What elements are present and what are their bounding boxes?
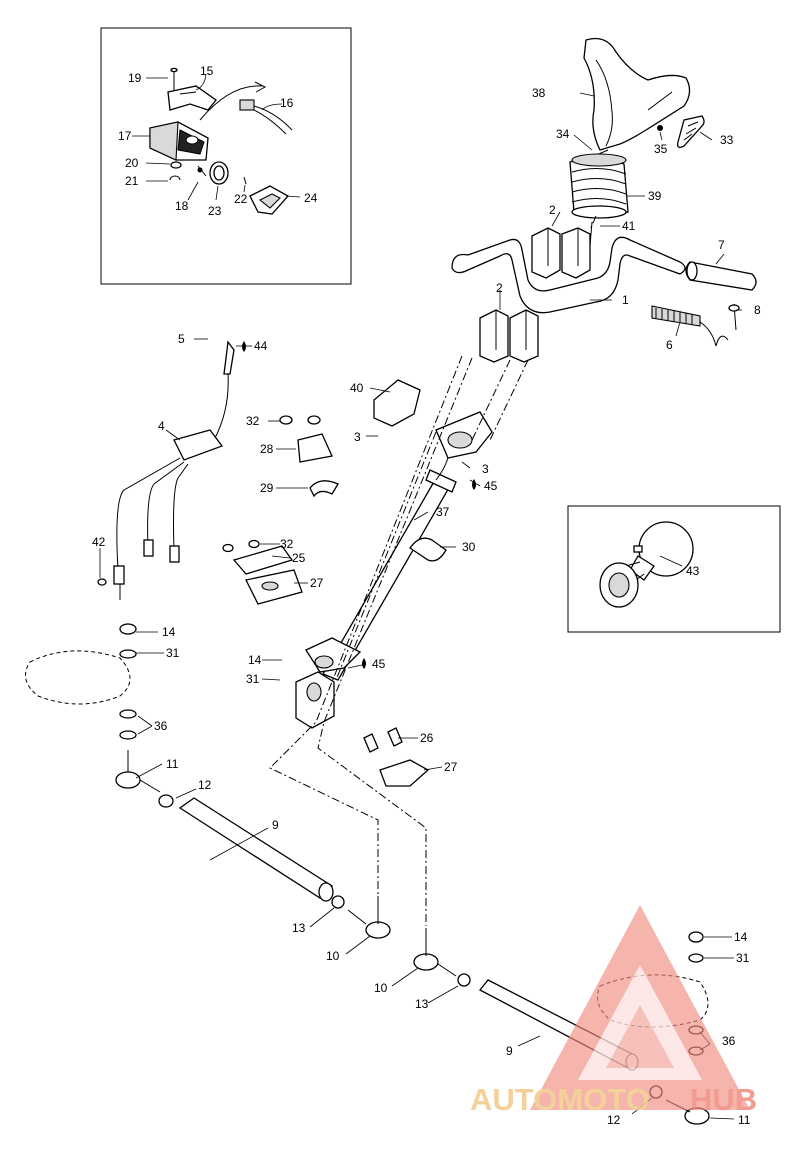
callout-31-left: 31	[166, 646, 180, 660]
callout-32-upper: 32	[246, 414, 260, 428]
handlebar-drawing	[451, 221, 757, 363]
callout-30: 30	[462, 540, 476, 554]
callout-9-left: 9	[272, 818, 279, 832]
callout-3-right: 3	[482, 462, 489, 476]
callout-8: 8	[754, 303, 761, 317]
callout-27-lower: 27	[444, 760, 458, 774]
callout-29: 29	[260, 481, 274, 495]
callout-18: 18	[175, 199, 189, 213]
assembly-lines	[269, 215, 597, 926]
callout-16: 16	[280, 96, 294, 110]
callout-23: 23	[208, 204, 222, 218]
callout-12-left: 12	[198, 778, 212, 792]
callout-31-right: 31	[736, 951, 750, 965]
callout-35: 35	[654, 142, 668, 156]
grease-drop-icon	[362, 658, 366, 669]
callout-14-left: 14	[162, 625, 176, 639]
watermark-brand-suffix: HUB	[690, 1082, 757, 1117]
watermark-brand: AUTOMOTO	[470, 1082, 650, 1117]
leader-lines	[99, 73, 742, 1120]
callout-41: 41	[622, 219, 636, 233]
callout-45-lower: 45	[372, 657, 386, 671]
harness-drawing	[97, 340, 235, 600]
callout-22: 22	[234, 192, 248, 206]
callout-42: 42	[92, 535, 106, 549]
callout-3-left: 3	[354, 430, 361, 444]
grease-drop-icon	[472, 479, 476, 490]
callout-27-upper: 27	[310, 576, 324, 590]
callout-1: 1	[622, 293, 629, 307]
callout-19: 19	[128, 71, 142, 85]
callout-2-upper: 2	[549, 203, 556, 217]
callout-32-lower: 32	[280, 537, 294, 551]
switch-inset-frame	[100, 27, 352, 285]
callout-38: 38	[532, 86, 546, 100]
callout-7: 7	[718, 238, 725, 252]
callout-4: 4	[158, 419, 165, 433]
grease-drop-icons	[242, 341, 476, 669]
grease-drop-icon	[242, 341, 246, 352]
callout-13-left: 13	[292, 921, 306, 935]
callout-6: 6	[666, 338, 673, 352]
callout-14-center: 14	[248, 653, 262, 667]
watermark-logo: AUTOMOTO HUB	[470, 905, 757, 1117]
callout-37: 37	[436, 505, 450, 519]
callout-10-right: 10	[374, 981, 388, 995]
callout-31-center: 31	[246, 672, 260, 686]
callout-10-left: 10	[326, 949, 340, 963]
callout-36-right: 36	[722, 1034, 736, 1048]
callout-36-left: 36	[154, 719, 168, 733]
callout-12-right: 12	[607, 1113, 621, 1127]
callout-44: 44	[254, 339, 268, 353]
callout-45-upper: 45	[484, 479, 498, 493]
callout-40: 40	[350, 381, 364, 395]
callout-20: 20	[125, 156, 139, 170]
callout-39: 39	[648, 189, 662, 203]
callout-21: 21	[125, 174, 139, 188]
callout-labels: 1 2 2 3 3 4 5 6 7 8 9 9 10 10 11 11 12 1…	[92, 64, 761, 1127]
callout-24: 24	[304, 191, 318, 205]
callout-34: 34	[556, 127, 570, 141]
callout-33: 33	[720, 133, 734, 147]
switch-assembly-drawing	[149, 67, 293, 215]
horn-drawing	[599, 521, 694, 608]
left-tierod-drawing	[25, 623, 391, 939]
callout-15: 15	[200, 64, 214, 78]
callout-11-right: 11	[738, 1113, 751, 1127]
callout-13-right: 13	[415, 997, 429, 1011]
callout-14-right: 14	[734, 930, 748, 944]
callout-2-lower: 2	[496, 281, 503, 295]
callout-26: 26	[420, 731, 434, 745]
callout-11-left: 11	[166, 757, 179, 771]
callout-17: 17	[118, 129, 132, 143]
steering-column-drawing	[222, 379, 493, 787]
callout-5: 5	[178, 332, 185, 346]
callout-25: 25	[292, 551, 306, 565]
horn-inset-frame	[567, 505, 781, 633]
callout-28: 28	[260, 442, 274, 456]
handguard-drawing	[569, 37, 705, 219]
callout-43: 43	[686, 564, 700, 578]
callout-9-right: 9	[506, 1044, 513, 1058]
